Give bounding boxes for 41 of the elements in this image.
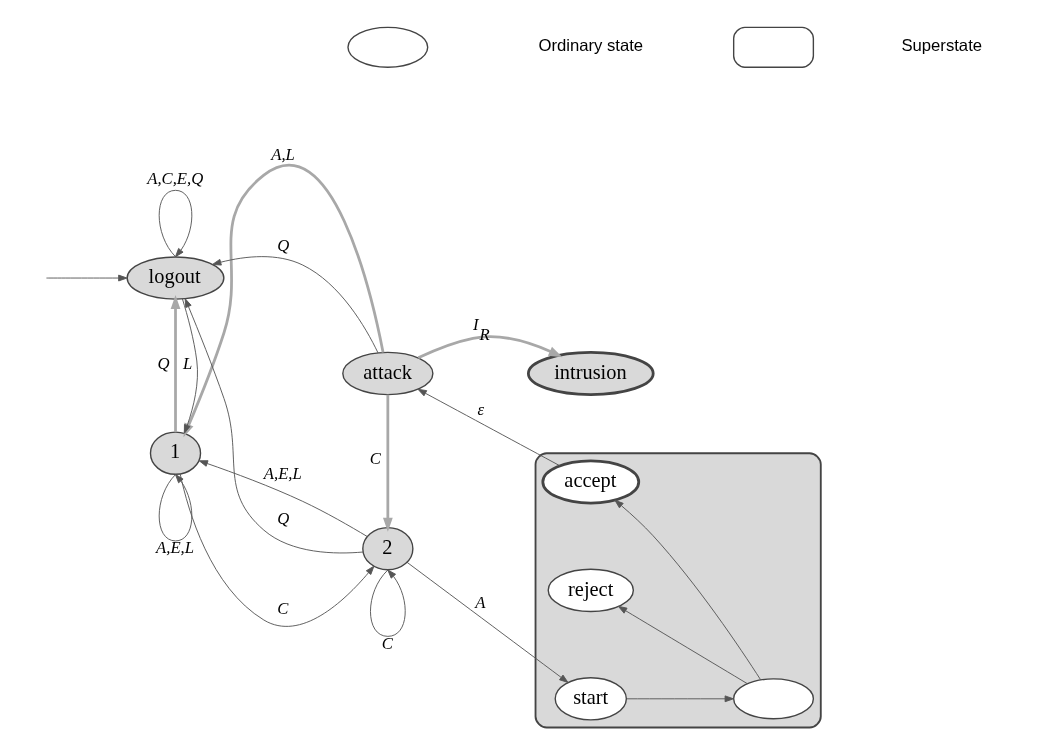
edge-label: Q [276, 235, 289, 255]
edge-label: A,E,L [263, 463, 302, 483]
arrow [625, 695, 734, 703]
arrow [617, 605, 748, 685]
edge-label: C [276, 598, 288, 618]
arrow [613, 499, 761, 681]
cluster [534, 452, 822, 729]
arrow [382, 394, 393, 532]
edge-label: A [474, 593, 485, 613]
arrow [406, 561, 568, 683]
edge-label: A,C,E,Q [146, 169, 203, 189]
arrow [158, 189, 192, 258]
arrow [170, 295, 180, 433]
edge-label: Q [156, 353, 169, 373]
arrow [198, 460, 368, 537]
edge-label: C [381, 633, 393, 653]
node-ellipse: accept [540, 459, 640, 505]
edge-label: L [182, 353, 192, 373]
edge-label: Q [276, 509, 289, 529]
edge-label: C [369, 449, 381, 469]
arrow [369, 569, 406, 637]
arrow [184, 298, 363, 554]
legend-label: Superstate [900, 36, 982, 56]
arrow [211, 256, 378, 354]
arrow [158, 474, 192, 542]
node-box [732, 26, 814, 68]
node-ellipse: 2 [361, 526, 414, 571]
arrow [417, 335, 563, 360]
node-ellipse [732, 678, 814, 720]
edge-label: ε [477, 399, 484, 419]
arrow [182, 164, 384, 438]
arrow [45, 274, 127, 282]
legend-label: Ordinary state [537, 36, 643, 56]
node-ellipse [346, 26, 428, 68]
edge-label: A,L [270, 144, 295, 164]
edge-label: A,E,L [155, 538, 194, 558]
node-ellipse: start [554, 677, 627, 721]
node-ellipse: intrusion [526, 351, 655, 396]
node-ellipse: 1 [149, 431, 201, 475]
arrow [179, 473, 374, 627]
arrow [181, 298, 198, 434]
